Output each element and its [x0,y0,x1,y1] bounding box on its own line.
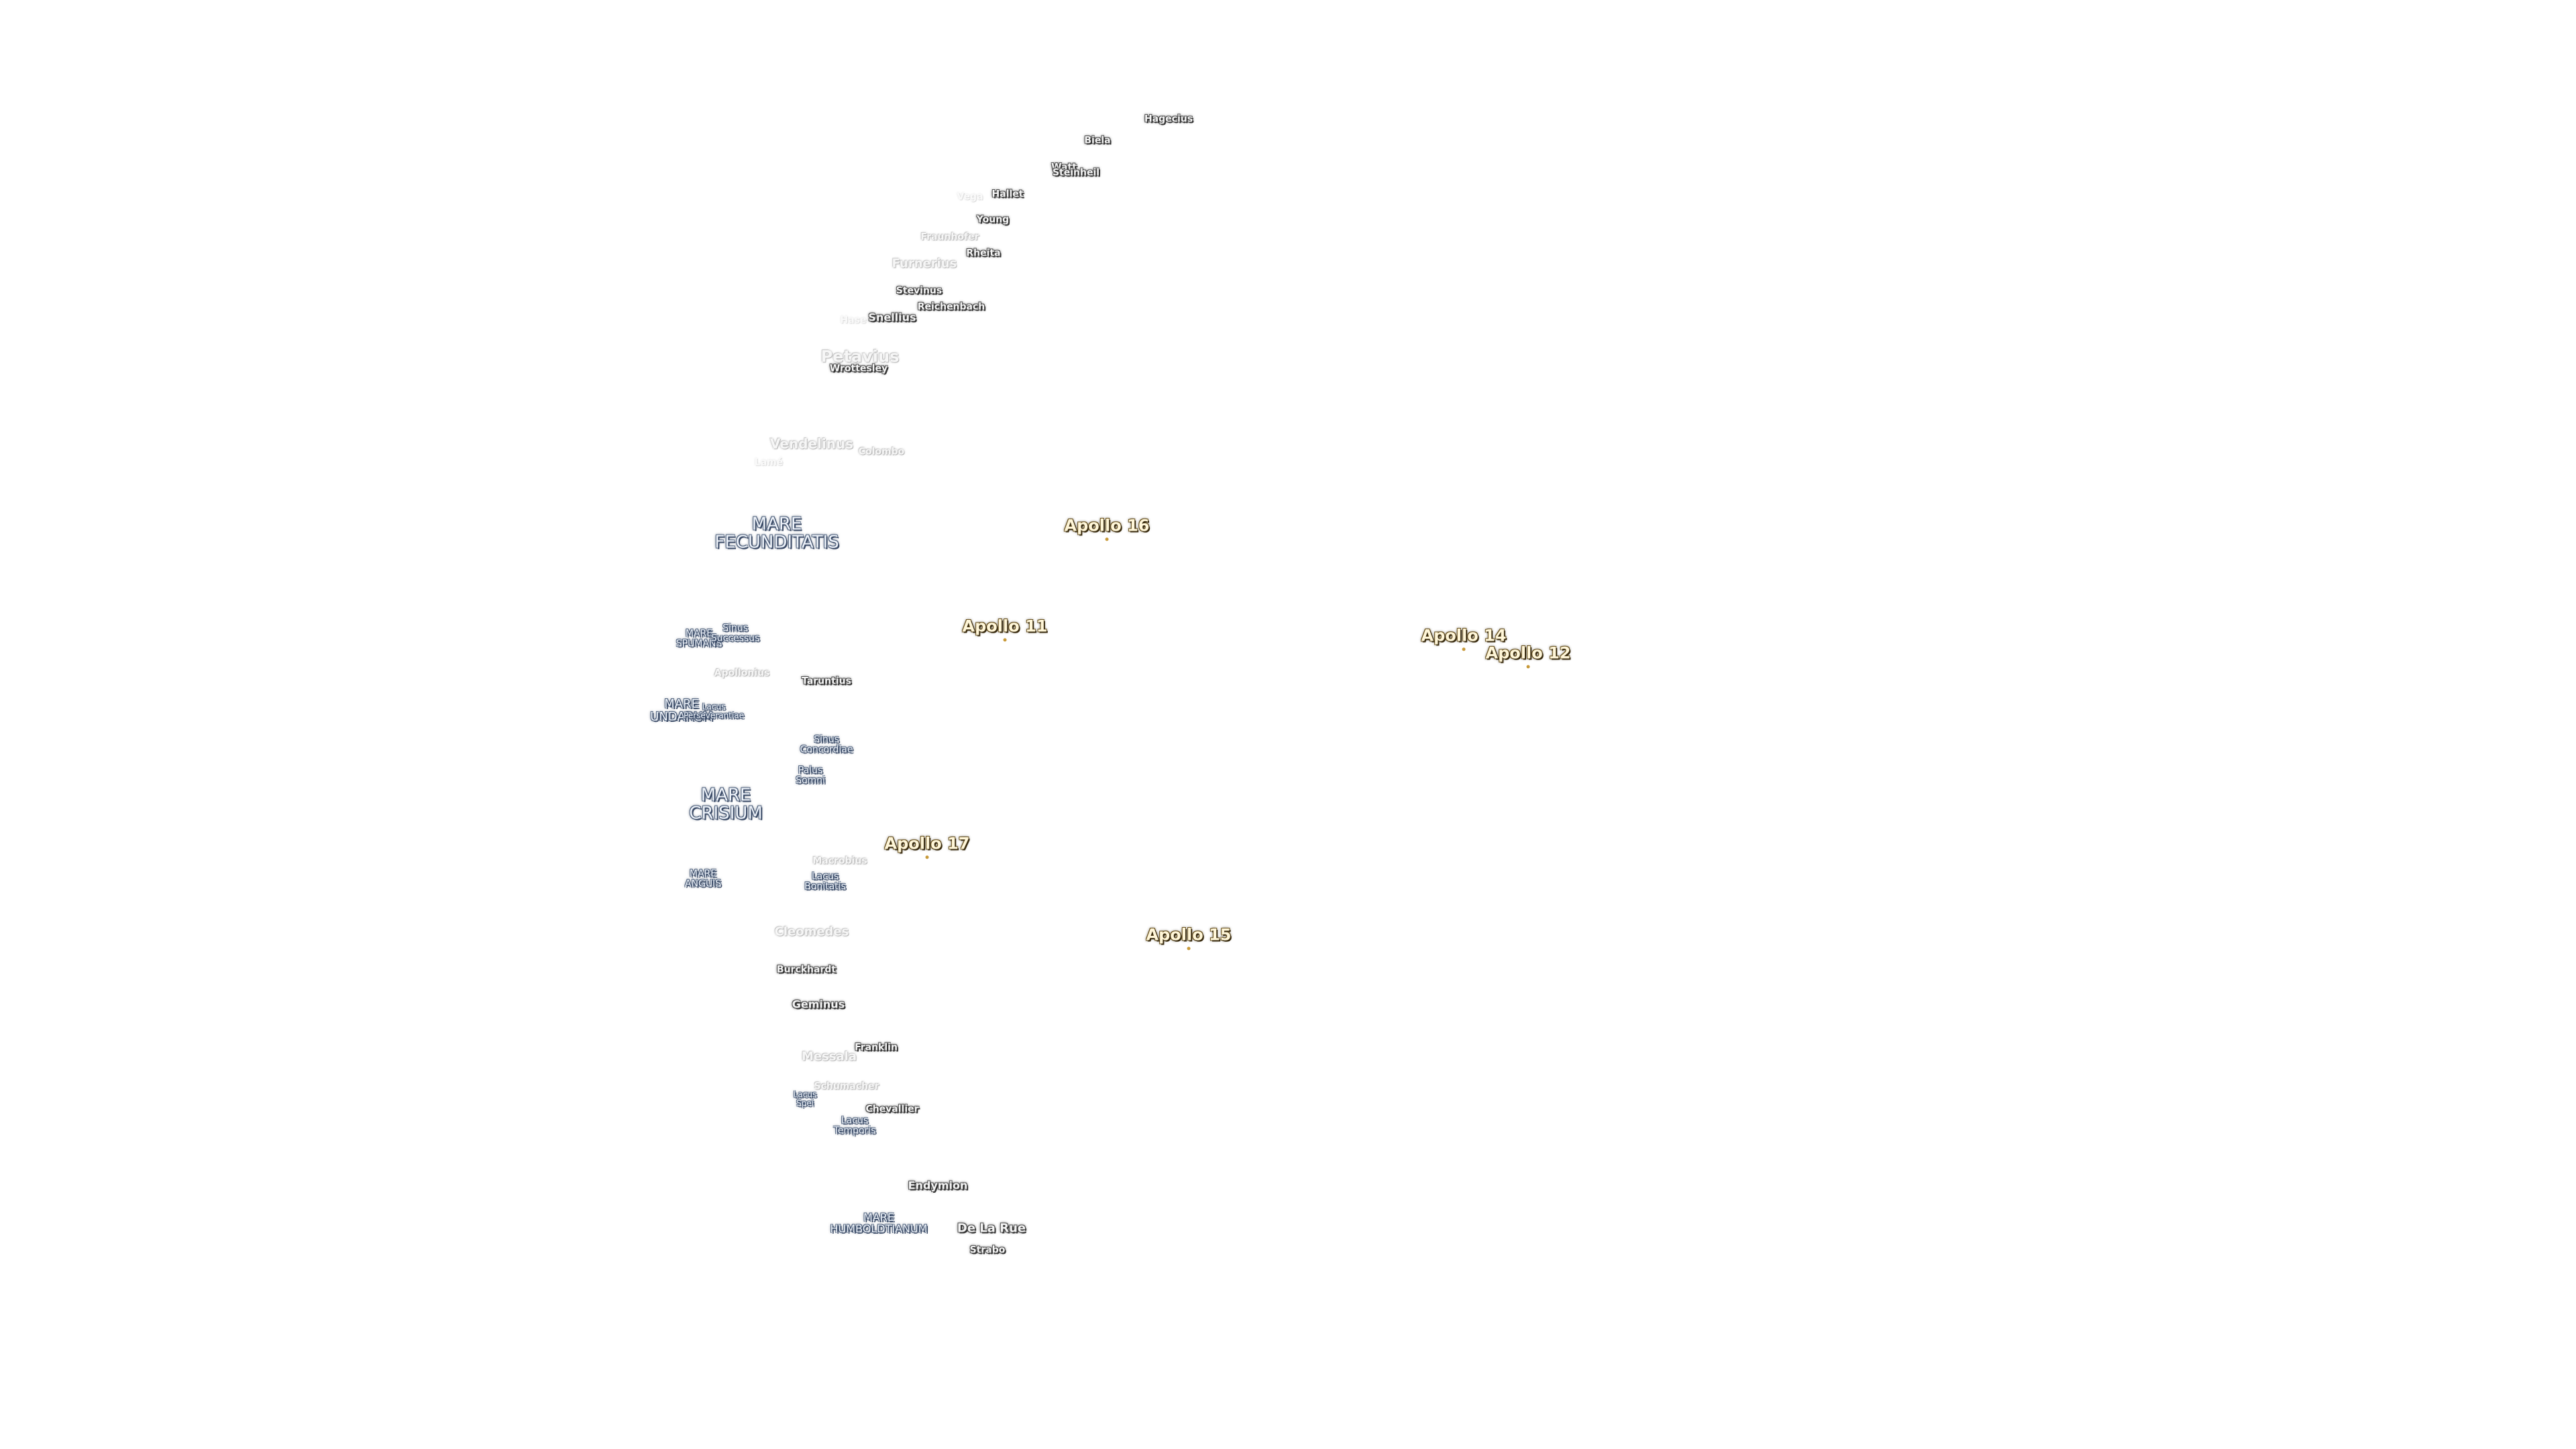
crater-label-hagecius[interactable]: Hagecius [1144,113,1193,125]
lacus-label-temporis[interactable]: Lacus Temporis [834,1116,876,1135]
crater-label-strabo[interactable]: Strabo [969,1244,1006,1256]
crater-label-apollonius[interactable]: Apollonius [714,667,770,679]
apollo-15-site-label[interactable]: Apollo 15 [1146,925,1232,951]
mare-label-anguis[interactable]: MARE ANGUIS [685,869,721,888]
crater-label-biela[interactable]: Biela [1084,135,1111,146]
crater-label-snellius[interactable]: Snellius [868,311,916,324]
lacus-label-spei[interactable]: Lacus Spei [794,1090,817,1107]
mare-label-line: Temporis [833,1125,876,1136]
crater-label-petavius[interactable]: Petavius [820,347,900,366]
mare-label-line: Successus [710,633,760,643]
mare-label-line: Lacus [702,702,726,712]
mare-label-line: MARE [751,514,802,535]
mare-label-spumans[interactable]: MARE SPUMANS [676,629,722,648]
mare-label-line: Sinus [814,734,839,745]
mare-label-line: SPUMANS [676,638,722,649]
apollo-11-site-label[interactable]: Apollo 11 [962,616,1048,642]
crater-label-vega[interactable]: Vega [957,191,983,203]
crater-label-geminus[interactable]: Geminus [792,998,845,1011]
mare-label-line: Spei [796,1098,814,1108]
sinus-label-successus[interactable]: Sinus Successus [711,623,760,643]
crater-label-franklin[interactable]: Franklin [855,1042,898,1053]
mare-label-line: UNDARUM [650,710,713,724]
crater-label-schumacher[interactable]: Schumacher [814,1081,879,1092]
mare-label-line: MARE [863,1211,894,1224]
mare-label-line: Lacus [793,1089,817,1099]
crater-label-fraunhofer[interactable]: Fraunhofer [920,231,979,243]
crater-label-hallet[interactable]: Hallet [991,189,1024,200]
mare-label-line: MARE [685,628,713,639]
apollo-14-site-label[interactable]: Apollo 14 [1421,626,1507,651]
mare-label-line: MARE [700,785,751,806]
crater-label-colombo[interactable]: Colombo [858,446,905,458]
mare-label-line: MARE [689,868,717,879]
crater-label-stevinus[interactable]: Stevinus [896,285,943,297]
crater-label-hase[interactable]: Hase [840,315,867,326]
apollo-16-site-label[interactable]: Apollo 16 [1064,516,1150,541]
mare-label-undarum[interactable]: MARE UNDARUM [650,698,713,724]
mare-label-line: FECUNDITATIS [714,533,839,553]
mare-label-line: Somni [796,775,825,786]
palus-label-somni[interactable]: Palus Somni [796,765,825,785]
mare-label-line: MARE [664,697,699,712]
sinus-label-concordiae[interactable]: Sinus Concordiae [800,735,853,754]
mare-label-line: Perseverantiae [684,710,744,720]
crater-label-young[interactable]: Young [976,214,1010,225]
mare-label-line: Lacus [841,1115,869,1126]
crater-label-reichenbach[interactable]: Reichenbach [917,301,985,313]
mare-label-line: Palus [798,765,823,776]
mare-label-line: Concordiae [800,744,853,755]
mare-label-line: Bonitatis [804,881,846,892]
mare-label-line: ANGUIS [684,878,722,889]
crater-label-chevallier[interactable]: Chevallier [865,1104,919,1115]
crater-label-taruntius[interactable]: Taruntius [802,676,851,687]
crater-label-lame[interactable]: Lamé [754,457,784,468]
crater-label-rheita[interactable]: Rheita [966,248,1001,259]
mare-label-line: Lacus [811,871,839,882]
mare-label-line: HUMBOLDTIANUM [830,1222,928,1235]
mare-label-fecunditatis[interactable]: MARE FECUNDITATIS [714,514,839,553]
crater-label-watt[interactable]: Watt [1051,162,1077,173]
crater-label-burckhardt[interactable]: Burckhardt [776,964,837,975]
crater-label-messala[interactable]: Messala [801,1049,857,1064]
crater-label-endymion[interactable]: Endymion [908,1179,968,1192]
crater-label-macrobius[interactable]: Macrobius [812,855,867,867]
crater-label-steinheil[interactable]: Steinheil [1052,167,1100,178]
mare-label-humboldtianum[interactable]: MARE HUMBOLDTIANUM [830,1212,928,1235]
lacus-label-bonitatis[interactable]: Lacus Bonitatis [804,871,846,891]
crater-label-wrottesley[interactable]: Wrottesley [829,363,888,374]
mare-label-line: Sinus [722,623,748,634]
crater-label-de-la-rue[interactable]: De La Rue [957,1221,1026,1236]
apollo-12-site-label[interactable]: Apollo 12 [1485,643,1571,669]
mare-label-line: CRISIUM [689,804,763,824]
apollo-17-site-label[interactable]: Apollo 17 [884,834,970,859]
mare-label-crisium[interactable]: MARE CRISIUM [689,785,763,824]
lacus-label-perseverantiae[interactable]: Lacus Perseverantiae [684,702,744,719]
crater-label-cleomedes[interactable]: Cleomedes [774,924,849,939]
crater-label-furnerius[interactable]: Furnerius [892,256,957,271]
crater-label-vendelinus[interactable]: Vendelinus [769,435,854,452]
